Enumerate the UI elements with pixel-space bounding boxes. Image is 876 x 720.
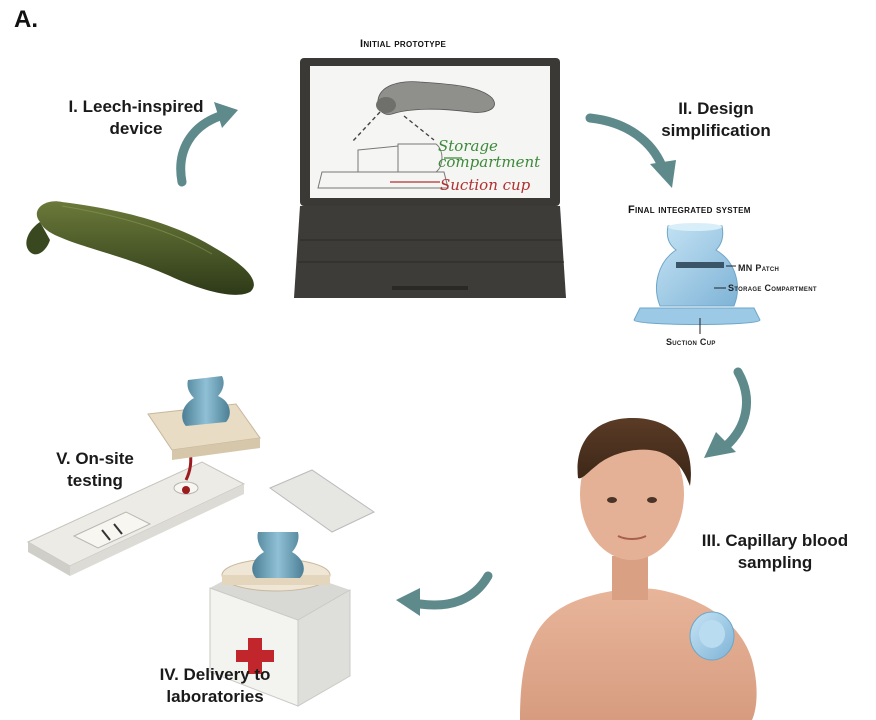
- step-2-label: II. Design simplification: [661, 99, 771, 140]
- prototype-suction-label: Suction cup: [440, 176, 531, 194]
- step-3-label: III. Capillary blood sampling: [701, 531, 849, 572]
- suction-cup-label: Suction Cup: [666, 337, 716, 347]
- step-1-label: I. Leech-inspired device: [68, 97, 204, 138]
- prototype-title: Initial prototype: [360, 38, 447, 50]
- final-system-title: Final integrated system: [628, 204, 751, 216]
- laptop-illustration: [294, 58, 566, 298]
- arrow-step1: [176, 102, 238, 187]
- final-device-illustration: [633, 223, 761, 334]
- mn-patch-label: MN Patch: [738, 263, 780, 273]
- prototype-storage-label: Storage compartment: [438, 137, 541, 171]
- arrow-step4: [396, 571, 493, 616]
- storage-compartment-label: Storage Compartment: [728, 283, 817, 293]
- test-strip-illustration: [26, 376, 261, 576]
- leech-illustration: [26, 201, 254, 295]
- step-5-label: V. On-site testing: [56, 449, 134, 490]
- arrow-step2: [585, 113, 676, 188]
- arrow-step3: [704, 367, 751, 458]
- step-4-label: IV. Delivery to laboratories: [159, 665, 271, 706]
- delivery-box-illustration: [209, 469, 376, 707]
- boy-illustration: [520, 418, 757, 720]
- panel-label: A.: [14, 6, 38, 33]
